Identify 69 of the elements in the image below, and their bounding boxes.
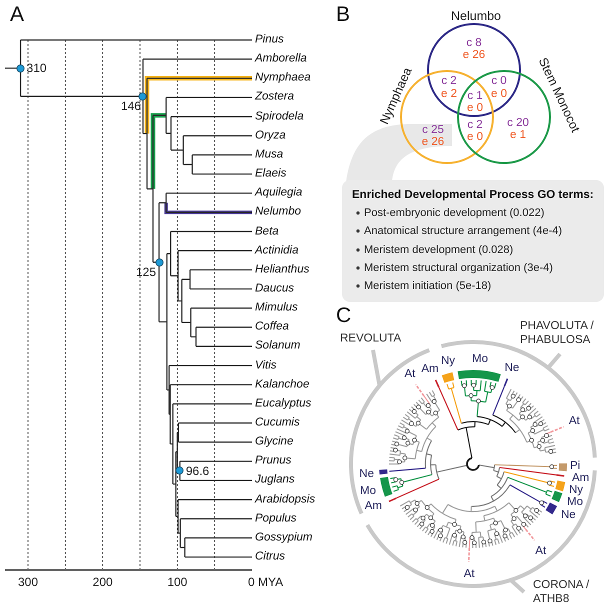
- axis-tick-label: 100: [167, 576, 188, 590]
- venn-count: c 1: [467, 90, 483, 102]
- species-label: Prunus: [255, 454, 292, 468]
- circle-title: Nelumbo: [450, 8, 502, 24]
- venn-count: e 0: [467, 102, 483, 114]
- clade-label: PHAVOLUTA / PHABULOSA: [520, 319, 595, 347]
- node-age-label: 146: [120, 100, 141, 114]
- species-label: Beta: [255, 224, 279, 238]
- species-label: Nelumbo: [255, 206, 302, 219]
- species-label: Arabidopsis: [255, 492, 316, 506]
- species-label: Coffea: [255, 320, 289, 334]
- venn-count: c 25: [422, 124, 444, 136]
- taxon-code-label: Mo: [360, 485, 376, 497]
- species-label: Gossypium: [255, 531, 313, 544]
- panel-letter: A: [10, 2, 24, 28]
- venn-count: e 1: [510, 129, 526, 141]
- node-age-label: 310: [26, 62, 47, 76]
- species-label: Citrus: [255, 550, 286, 564]
- taxon-code-label: At: [464, 568, 475, 580]
- list-item: Meristem development (0.028): [364, 242, 514, 257]
- species-label: Elaeis: [255, 167, 286, 181]
- venn-count: c 20: [507, 117, 529, 129]
- species-label: Spirodela: [255, 110, 304, 124]
- panel-letter: C: [336, 304, 352, 328]
- node-age-label: 96.6: [186, 464, 210, 479]
- species-label: Eucalyptus: [255, 397, 312, 410]
- species-label: Musa: [255, 148, 284, 162]
- node-age-label: 125: [136, 266, 156, 280]
- species-label: Pinus: [255, 33, 284, 47]
- venn-count: e 0: [491, 88, 507, 100]
- species-label: Solanum: [255, 340, 300, 353]
- species-label: Helianthus: [255, 263, 310, 276]
- axis-tick-label: 0 MYA: [248, 576, 284, 590]
- axis-tick-label: 300: [18, 576, 38, 590]
- species-label: Vitis: [255, 358, 277, 372]
- list-heading: Enriched Developmental Process GO terms:: [352, 188, 594, 202]
- venn-count: c 8: [466, 37, 482, 49]
- species-label: Aquilegia: [255, 186, 302, 200]
- panel-letter: B: [336, 2, 350, 28]
- species-label: Juglans: [255, 474, 295, 488]
- list-item: Anatomical structure arrangement (4e-4): [364, 224, 562, 238]
- species-label: Nymphaea: [255, 72, 311, 85]
- venn-count: e 0: [467, 131, 483, 143]
- list-item: Meristem initiation (5e-18): [364, 279, 492, 294]
- species-label: Amborella: [255, 52, 307, 66]
- species-label: Zostera: [255, 90, 294, 104]
- venn-count: e 26: [422, 136, 444, 148]
- species-label: Oryza: [255, 129, 286, 142]
- species-label: Actinidia: [255, 244, 298, 258]
- species-label: Daucus: [255, 282, 294, 296]
- species-label: Cucumis: [255, 416, 300, 430]
- species-label: Kalanchoe: [255, 378, 310, 392]
- clade-label: REVOLUTA: [340, 332, 402, 346]
- venn-count: c 2: [467, 119, 483, 131]
- taxon-code-label: Ne: [359, 468, 374, 480]
- species-label: Populus: [255, 512, 297, 526]
- callout-box: [342, 180, 604, 302]
- species-label: Mimulus: [255, 301, 298, 315]
- taxon-code-label: Am: [572, 472, 590, 484]
- venn-count: c 0: [491, 75, 507, 87]
- venn-count: e 2: [441, 88, 457, 100]
- venn-count: c 2: [441, 75, 457, 87]
- taxon-code-label: Mo: [472, 353, 488, 365]
- axis-tick-label: 200: [92, 576, 113, 590]
- clade-label: CORONA / ATHB8: [533, 578, 590, 606]
- venn-count: e 26: [462, 49, 486, 61]
- list-item: Meristem structural organization (3e-4): [364, 260, 553, 275]
- list-item: Post-embryonic development (0.022): [364, 206, 544, 220]
- species-label: Glycine: [255, 436, 294, 449]
